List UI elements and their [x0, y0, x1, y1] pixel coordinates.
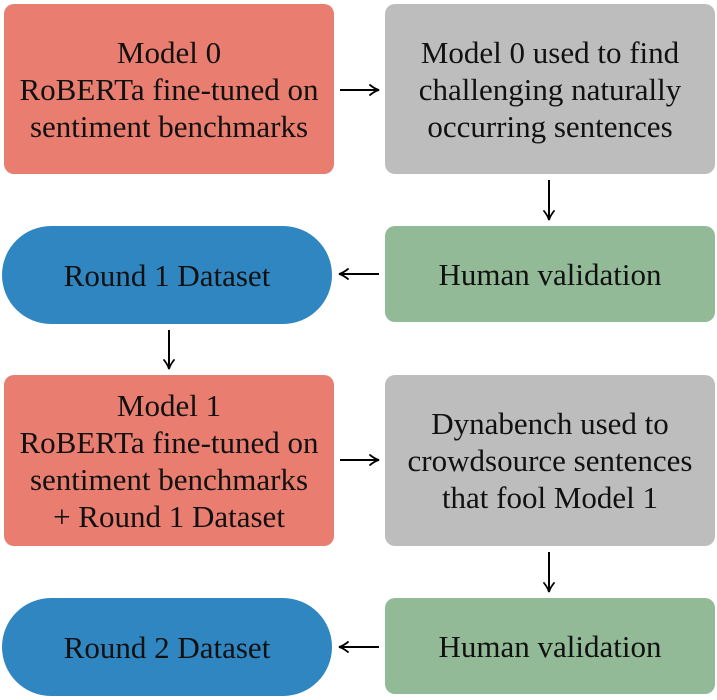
round1-dataset-box: Round 1 Dataset — [2, 226, 332, 324]
human-validation-2-box: Human validation — [385, 598, 715, 694]
node-line: that fool Model 1 — [441, 480, 659, 515]
model0-box: Model 0 RoBERTa fine-tuned on sentiment … — [4, 4, 334, 174]
node-line: Model 1 — [116, 387, 222, 423]
node-line: RoBERTa fine-tuned on — [19, 71, 319, 107]
human-validation-1-box: Human validation — [385, 226, 715, 322]
node-line: RoBERTa fine-tuned on — [19, 424, 319, 460]
human-validation-1-label: Human validation — [438, 256, 662, 292]
node-line: sentiment benchmarks — [29, 461, 309, 497]
node-line: occurring sentences — [427, 108, 673, 144]
node-line: sentiment benchmarks — [29, 108, 309, 144]
human-validation-2-label: Human validation — [438, 628, 662, 664]
round2-dataset-box: Round 2 Dataset — [2, 598, 332, 696]
dynabench-box: Dynabench used to crowdsource sentences … — [385, 375, 715, 546]
node-line: Dynabench used to — [431, 406, 669, 441]
node-line: challenging naturally — [418, 71, 682, 107]
model0-text: Model 0 RoBERTa fine-tuned on sentiment … — [19, 34, 318, 145]
node-line: Model 0 used to find — [420, 34, 680, 70]
model1-text: Model 1 RoBERTa fine-tuned on sentiment … — [19, 387, 318, 535]
dynabench-text: Dynabench used to crowdsource sentences … — [408, 405, 693, 516]
node-line: Model 0 — [116, 34, 222, 70]
node-line: crowdsource sentences — [407, 443, 693, 478]
round2-dataset-label: Round 2 Dataset — [63, 629, 271, 665]
node-line: + Round 1 Dataset — [53, 498, 285, 534]
round1-dataset-label: Round 1 Dataset — [63, 257, 271, 293]
find-sentences-box: Model 0 used to find challenging natural… — [385, 4, 715, 174]
find-sentences-text: Model 0 used to find challenging natural… — [419, 34, 682, 145]
model1-box: Model 1 RoBERTa fine-tuned on sentiment … — [4, 375, 334, 546]
